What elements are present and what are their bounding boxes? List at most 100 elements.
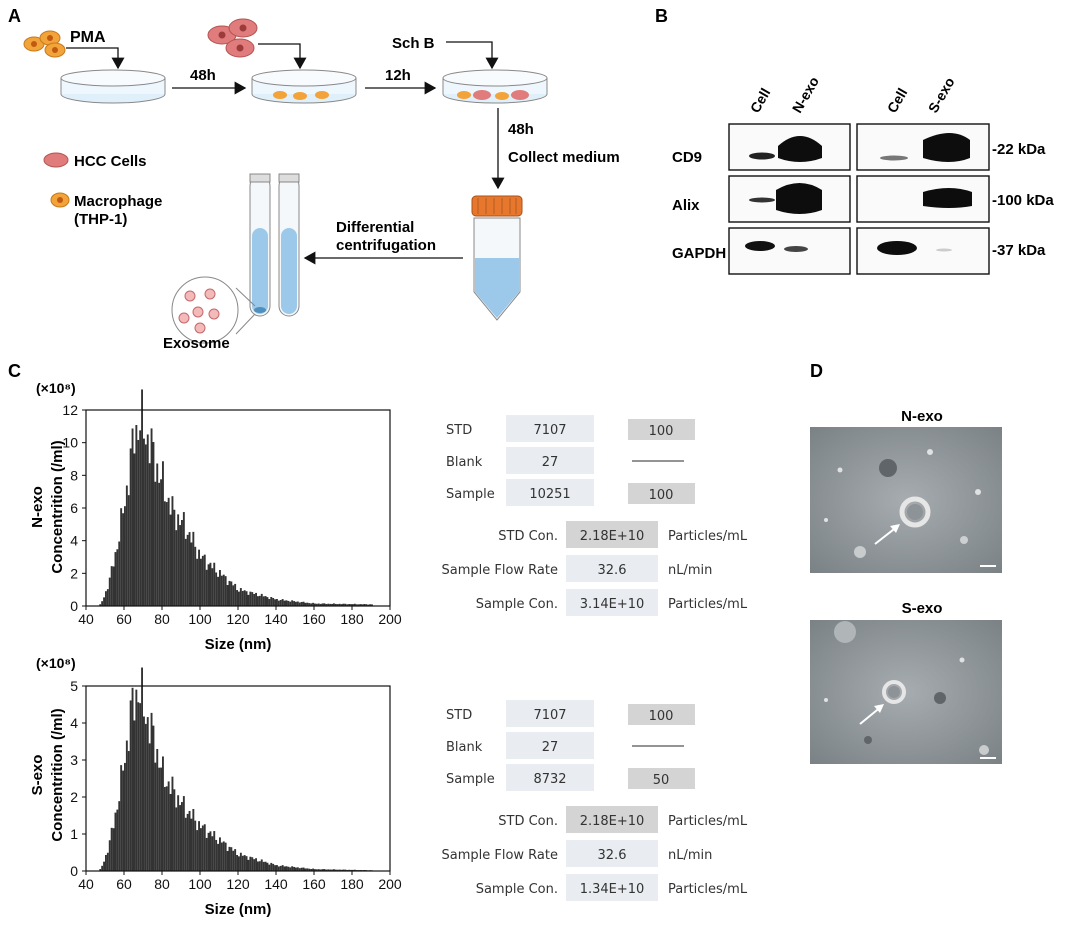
histogram-bar [205,837,208,871]
histogram-bar [331,869,333,871]
histogram-bar [302,601,305,606]
histogram-bar [327,869,330,871]
hcc-cell-cluster-icon [207,18,258,58]
histogram-bar [124,506,126,606]
histogram-bar [179,525,181,606]
histogram-bar [352,604,354,606]
histogram-bar [226,850,229,871]
histogram-bar [274,599,276,606]
histogram-bar [125,740,128,871]
value-box [506,700,594,727]
histogram-bar [198,821,200,871]
result-box [566,874,658,901]
histogram-bar [315,603,318,606]
row-label: N-exo [29,486,46,528]
y-tick-label: 0 [70,598,78,614]
histogram-bar [220,575,223,606]
histogram-bar [340,604,343,606]
histogram-bar [144,444,147,606]
histogram-bar [230,847,233,871]
histogram-bar [137,439,140,606]
histogram-bar [110,566,113,606]
histogram-bar [315,869,318,871]
histogram-bar [312,602,314,606]
histogram-bar [270,862,273,871]
histogram-bar [314,603,316,606]
histogram-bar [291,866,294,871]
histogram-bar [213,831,216,871]
histogram-bar [122,513,124,606]
histogram-bar [249,591,252,606]
table-row-label: STD [446,423,472,438]
histogram-bar [241,855,244,871]
histogram-bar [260,859,263,871]
histogram-bar [171,496,174,606]
scale-bar [980,565,996,567]
histogram-bar [167,781,170,871]
histogram-bar [253,593,256,606]
x-tick-label: 80 [154,611,170,627]
x-tick-label: 40 [78,611,94,627]
histogram-bar [219,570,221,606]
histogram-bar [144,723,147,871]
histogram-bar [234,849,237,871]
result-box [566,840,658,867]
histogram-bar [192,531,195,606]
scale-bar [980,757,996,759]
table-row-dilution: 100 [649,488,674,503]
histogram-bar [158,482,161,606]
culture-dish-2 [251,69,357,104]
schb-arrow [446,41,499,70]
band [877,241,917,255]
histogram-bar [310,603,313,606]
histogram-bar [344,869,347,871]
band [784,246,808,252]
histogram-bar [319,603,322,606]
hcc-arrow [258,43,307,70]
histogram-bar [105,854,107,871]
histogram-bar [152,442,155,606]
x-tick-label: 200 [378,876,402,892]
histogram-bar [283,600,286,606]
histogram-bar [110,827,113,871]
histogram-bar [296,867,299,871]
histogram-bar [262,861,265,871]
y-tick-label: 6 [70,500,78,516]
x-tick-label: 120 [226,876,250,892]
y-tick-label: 2 [70,789,78,805]
histogram-bar [232,585,235,606]
histogram-bar [359,604,362,606]
table-row-value: 7107 [533,423,566,438]
value-box [506,732,594,759]
histogram-bar [298,602,301,606]
histogram-bar [342,869,345,871]
x-tick-label: 120 [226,611,250,627]
histogram-bar [353,869,356,871]
histogram-bar [196,830,199,871]
histogram-bar [304,868,307,871]
histogram-bar [112,828,115,871]
histogram-bar [239,588,242,606]
histogram-bar [125,485,128,606]
row-label-gapdh: GAPDH [672,245,726,262]
tem-particles [824,621,989,755]
histogram-bar [371,604,373,606]
histogram-bar [243,855,246,871]
histogram-bar [103,861,105,871]
histogram-bar [312,868,314,871]
y-tick-label: 1 [70,826,78,842]
chart-n-exo: (×10⁸) Concentrition (/ml) N-exo Size (n… [29,380,402,653]
histogram-bar [272,597,275,606]
histogram-bar [353,603,356,606]
histogram-bar [365,604,368,606]
multiplier-label: (×10⁸) [36,655,76,671]
y-tick-label: 8 [70,467,78,483]
histogram-bar [169,514,172,606]
blot-gapdh-right [856,227,990,275]
histogram-bar [247,594,250,606]
table-row-label: Sample [446,487,495,502]
table-row-label: Blank [446,455,483,470]
histogram-bar [255,592,257,606]
y-axis-label: Concentrition (/ml) [49,440,66,573]
